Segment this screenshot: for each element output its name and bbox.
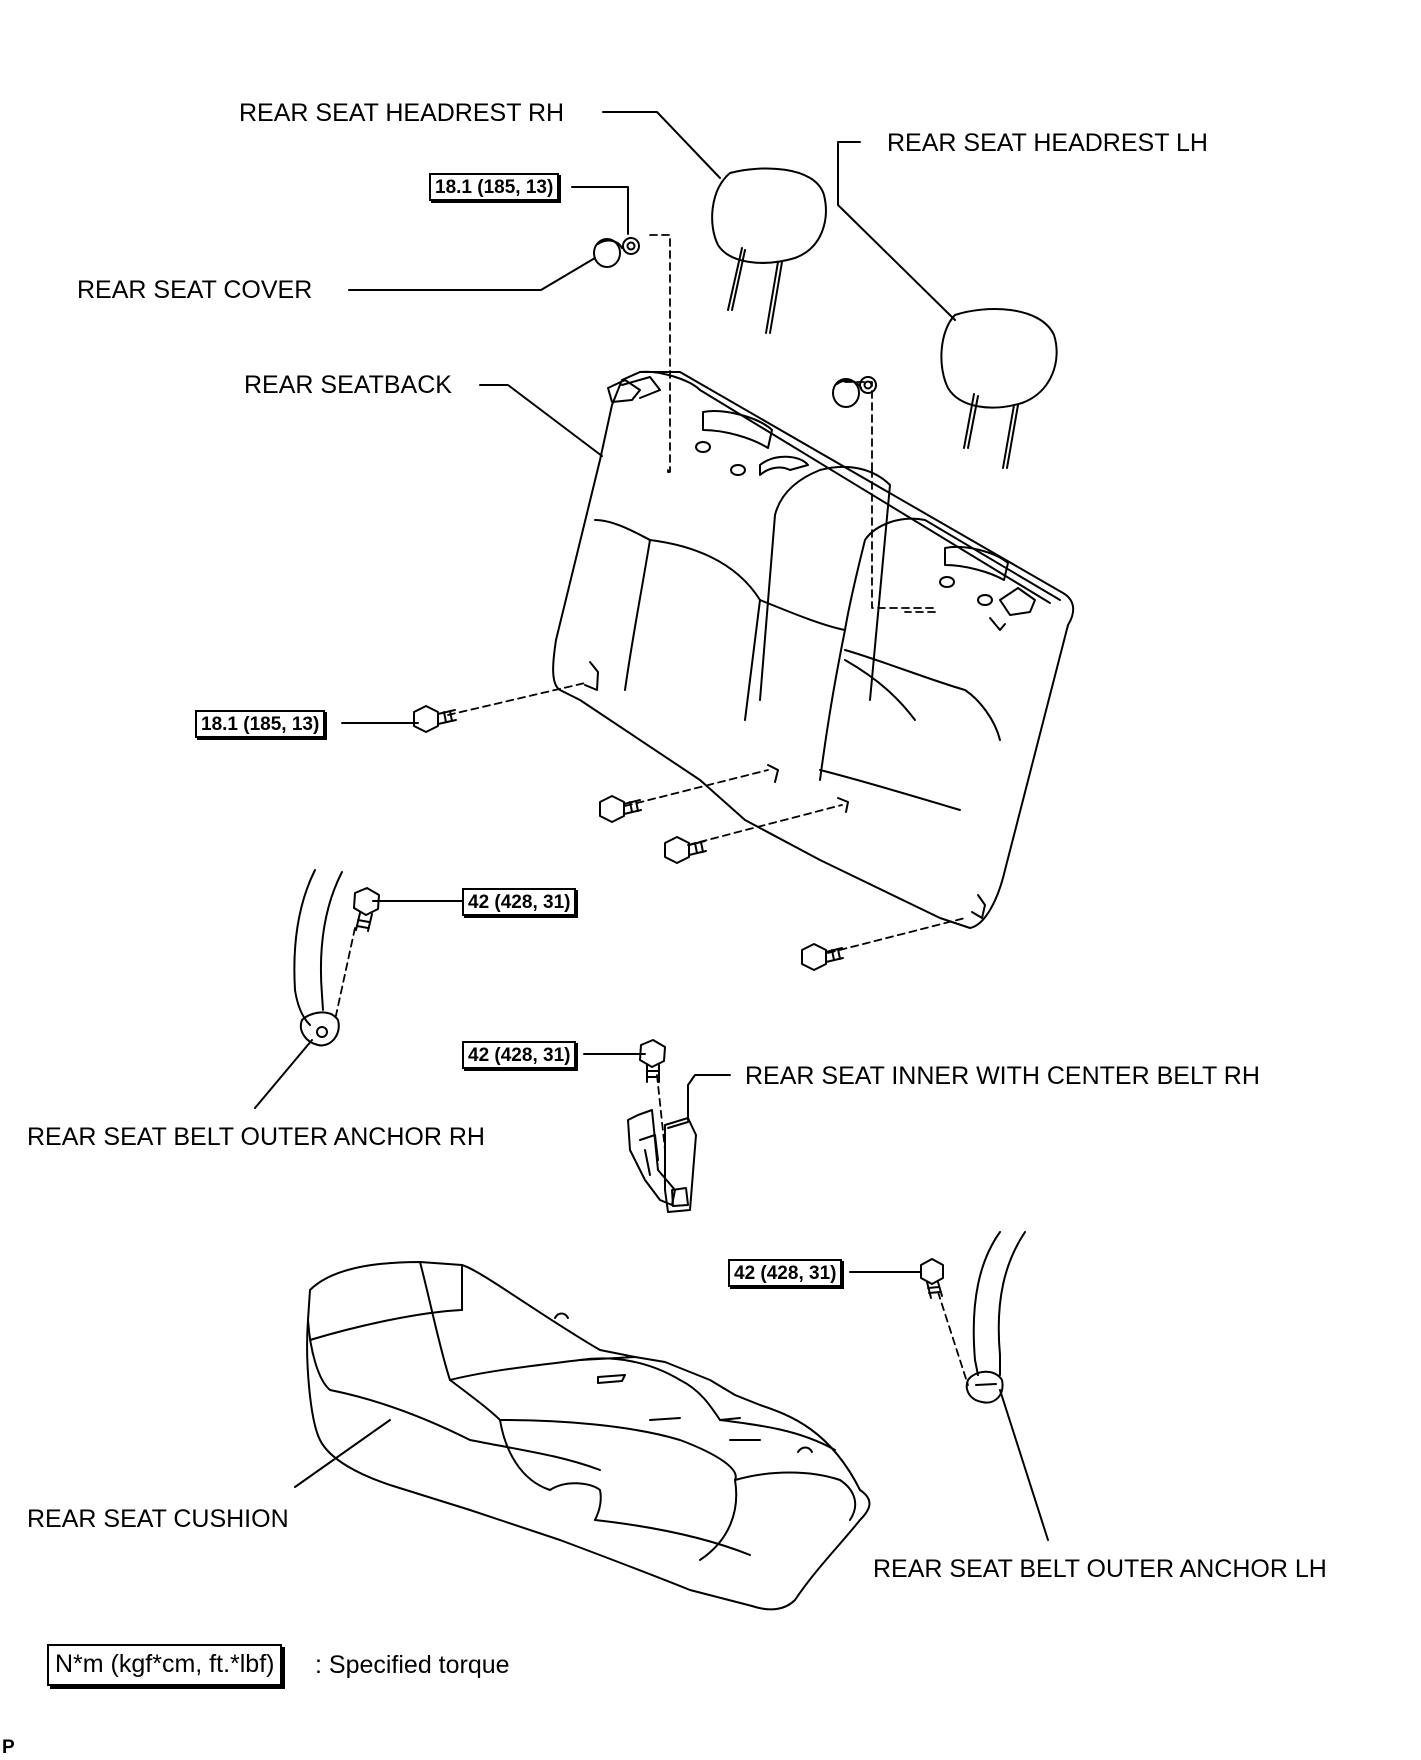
legend-torque-meaning: : Specified torque [315, 1651, 510, 1679]
inner-center-belt [627, 1109, 697, 1213]
seatback-bolt-2 [599, 795, 642, 823]
label-cushion: REAR SEAT CUSHION [27, 1505, 289, 1533]
headrest-rh [711, 167, 827, 334]
label-seat-cover: REAR SEAT COVER [77, 276, 313, 304]
leader-lines [254, 111, 1049, 1541]
headrest-lh [940, 308, 1058, 469]
corner-mark: P [2, 1737, 15, 1758]
belt-anchor-lh [965, 1231, 1026, 1404]
seat-cover-and-nut-lh [832, 376, 877, 408]
torque-center-belt-bolt: 42 (428, 31) [462, 1041, 577, 1069]
label-headrest-rh: REAR SEAT HEADREST RH [239, 99, 565, 127]
torque-anchor-lh-bolt: 42 (428, 31) [728, 1259, 843, 1287]
belt-anchor-rh [293, 869, 343, 1047]
label-anchor-lh: REAR SEAT BELT OUTER ANCHOR LH [873, 1555, 1327, 1583]
center-belt-bolt [639, 1039, 666, 1083]
label-headrest-lh: REAR SEAT HEADREST LH [887, 129, 1208, 157]
torque-seatback-bolt: 18.1 (185, 13) [195, 710, 326, 738]
anchor-lh-bolt [920, 1258, 944, 1299]
seatback-bolt-3 [664, 836, 707, 864]
label-inner-center-belt: REAR SEAT INNER WITH CENTER BELT RH [745, 1062, 1260, 1090]
seatback-bolt-1 [413, 705, 457, 733]
anchor-rh-bolt [353, 887, 380, 932]
rear-seat-cushion [306, 1261, 871, 1611]
seat-cover-and-nut-rh [593, 237, 640, 268]
torque-anchor-rh-bolt: 42 (428, 31) [462, 888, 577, 916]
legend-torque-unit: N*m (kgf*cm, ft.*lbf) [47, 1644, 283, 1686]
seatback-bolt-4 [801, 943, 844, 971]
label-anchor-rh: REAR SEAT BELT OUTER ANCHOR RH [27, 1123, 485, 1151]
label-seatback: REAR SEATBACK [244, 371, 452, 399]
dashed-guides [334, 234, 969, 1386]
torque-cover-nut: 18.1 (185, 13) [429, 173, 560, 201]
rear-seatback [552, 370, 1075, 929]
